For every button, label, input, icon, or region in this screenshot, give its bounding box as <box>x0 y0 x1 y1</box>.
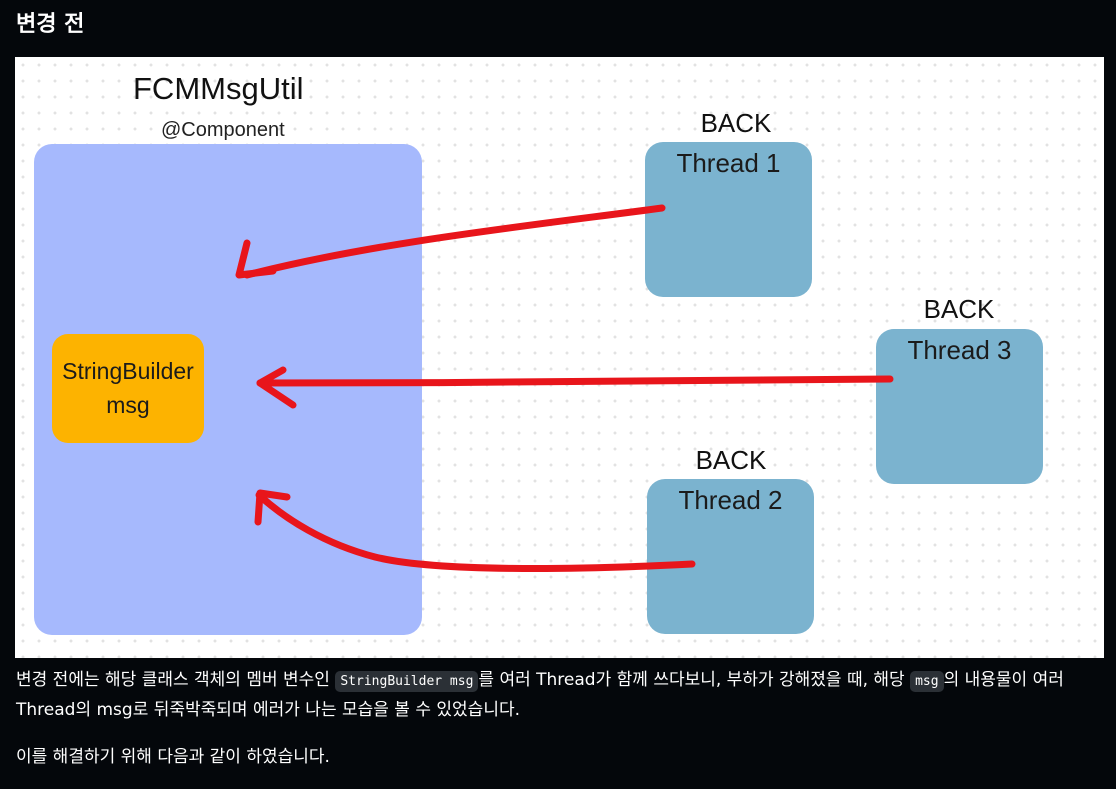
thread-1-name: Thread 1 <box>676 148 781 178</box>
arrow-thread-2-head <box>254 489 291 526</box>
thread-2-box: Thread 2 <box>647 479 814 634</box>
stringbuilder-name: msg <box>106 391 150 418</box>
section-heading: 변경 전 <box>16 12 85 37</box>
thread-2-group-label: BACK <box>695 445 767 475</box>
thread-3-box: Thread 3 <box>876 329 1043 484</box>
thread-1-box: Thread 1 <box>645 142 812 297</box>
diagram-image: FCMMsgUtil @Component StringBuilder msg … <box>15 57 1104 658</box>
arrow-thread-3-head <box>256 366 297 409</box>
stringbuilder-type: StringBuilder <box>62 358 194 385</box>
arrow-thread-1-head <box>235 239 277 279</box>
arrows-layer <box>235 204 894 572</box>
paragraph-2: 이를 해결하기 위해 다음과 같이 하였습니다. <box>16 747 330 767</box>
paragraph-1: 변경 전에는 해당 클래스 객체의 멤버 변수인 StringBuilder m… <box>16 666 1108 725</box>
arrow-thread-1 <box>243 204 666 279</box>
class-title: FCMMsgUtil <box>133 71 304 106</box>
thread-3-group-label: BACK <box>923 294 995 324</box>
inline-code-stringbuilder: StringBuilder msg <box>335 671 479 692</box>
stringbuilder-box: StringBuilder msg <box>52 334 204 443</box>
thread-1-group-label: BACK <box>700 108 772 138</box>
paragraph-1-text-b: 를 여러 Thread가 함께 쓰다보니, 부하가 강해졌을 때, 해당 <box>478 670 911 690</box>
thread-2-name: Thread 2 <box>678 485 783 515</box>
arrow-thread-3 <box>256 375 894 387</box>
arrow-thread-2 <box>255 491 696 572</box>
component-annotation: @Component <box>161 119 285 141</box>
inline-code-msg: msg <box>910 671 944 692</box>
paragraph-1-text-a: 변경 전에는 해당 클래스 객체의 멤버 변수인 <box>16 670 336 690</box>
paragraph-1-text-c: 의 내용물이 여러 Thread의 msg로 뒤죽박죽되며 에러가 나는 모습을… <box>16 670 1064 720</box>
thread-3-name: Thread 3 <box>907 335 1012 365</box>
